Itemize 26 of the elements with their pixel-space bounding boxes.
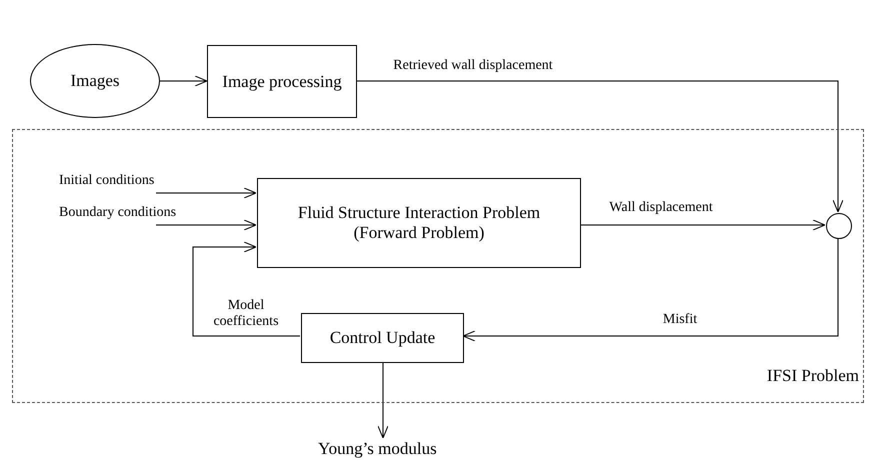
process-box [301, 313, 464, 363]
node-label: Control Update [330, 328, 436, 348]
edge-label: Wall displacement [608, 200, 714, 216]
process-box [257, 178, 581, 268]
arrow [580, 220, 826, 230]
node-label: Images [70, 71, 120, 91]
edge-label: Retrieved wall displacement [392, 58, 554, 74]
arrow [160, 76, 208, 86]
edge-label: Model coefficients [212, 298, 280, 330]
ellipse-node [30, 44, 160, 118]
node-label: Fluid Structure Interaction Problem (Forward Problem) [296, 203, 542, 243]
node-label: Young’s modulus [318, 439, 437, 459]
edge-label: Misfit [662, 312, 698, 328]
arrow [378, 362, 388, 438]
dashed-boundary [12, 129, 864, 403]
node-label: Initial conditions [59, 172, 154, 190]
node-label: Image processing [222, 72, 342, 92]
process-box [207, 45, 357, 118]
node-label: Boundary conditions [59, 204, 176, 222]
circle-node [826, 213, 852, 239]
arrow [156, 220, 256, 230]
region-label: IFSI Problem [766, 366, 859, 386]
arrow [356, 80, 844, 212]
arrow [192, 242, 300, 336]
arrow [156, 188, 256, 198]
arrow [462, 238, 838, 342]
